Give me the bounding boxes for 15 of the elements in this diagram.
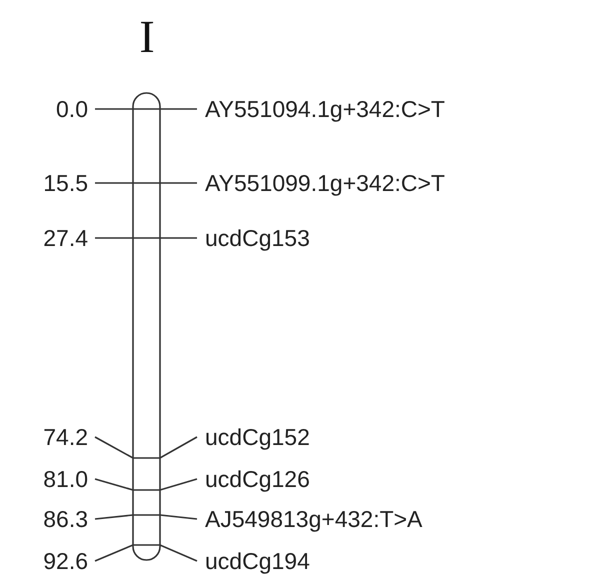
marker-name: ucdCg152 — [205, 424, 310, 450]
map-position-label: 27.4 — [42, 225, 88, 251]
map-position-label: 92.6 — [42, 548, 88, 574]
map-position-label: 15.5 — [42, 170, 88, 196]
marker-name: AY551099.1g+342:C>T — [205, 170, 445, 196]
marker-name: ucdCg153 — [205, 225, 310, 251]
marker-name: AJ549813g+432:T>A — [205, 506, 422, 532]
map-position-label: 0.0 — [55, 96, 88, 122]
marker-name: AY551094.1g+342:C>T — [205, 96, 445, 122]
map-position-label: 74.2 — [42, 424, 88, 450]
map-position-label: 81.0 — [42, 466, 88, 492]
marker-name: ucdCg126 — [205, 466, 310, 492]
marker-name: ucdCg194 — [205, 548, 310, 574]
map-position-label: 86.3 — [42, 506, 88, 532]
linkage-group-title: I — [138, 12, 156, 62]
